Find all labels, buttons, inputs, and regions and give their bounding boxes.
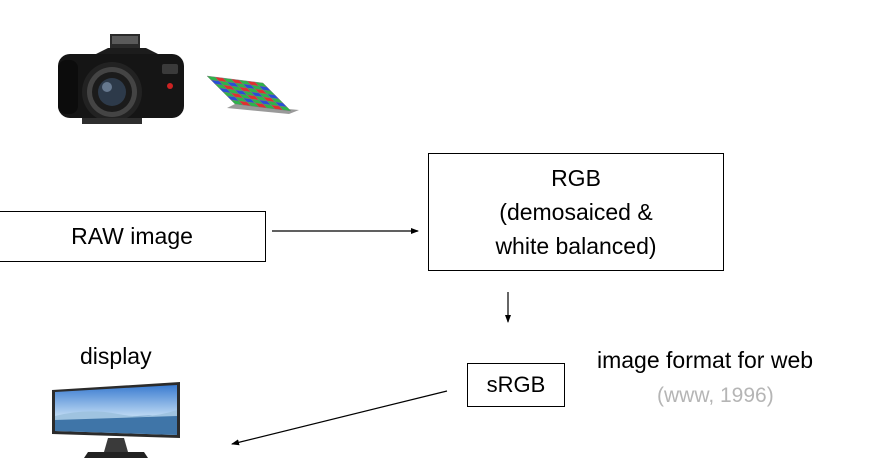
web-format-label: image format for web (597, 347, 814, 373)
rgb-line-2: (demosaiced & (499, 199, 653, 225)
display-label: display (80, 343, 152, 369)
rgb-box: RGB (demosaiced & white balanced) (428, 153, 724, 271)
rgb-line-3: white balanced) (495, 233, 657, 259)
monitor-icon (52, 382, 180, 458)
srgb-box: sRGB (467, 363, 565, 407)
raw-image-label: RAW image (71, 223, 193, 249)
web-format-note: (www, 1996) (657, 384, 774, 407)
rgb-line-1: RGB (551, 165, 601, 191)
arrow-srgb-to-display (231, 390, 448, 446)
camera-icon (58, 34, 184, 124)
srgb-label: sRGB (486, 372, 546, 397)
bayer-filter-icon (206, 75, 299, 114)
raw-image-box: RAW image (0, 211, 266, 262)
